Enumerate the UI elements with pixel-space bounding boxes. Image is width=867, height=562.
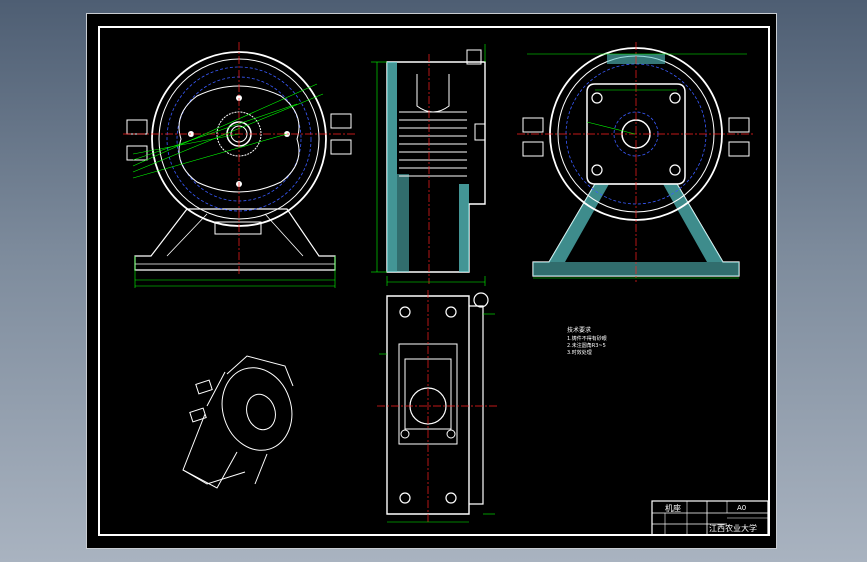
rear-view xyxy=(517,42,755,282)
front-view xyxy=(123,42,357,288)
title-block: 机座 A0 江西农业大学 xyxy=(651,500,769,536)
isometric-view xyxy=(182,355,294,489)
top-view xyxy=(377,290,497,523)
tech-req-line-2: 2.未注圆角R3~5 xyxy=(567,342,606,349)
sheet-scale: A0 xyxy=(737,504,746,512)
side-section-view xyxy=(371,44,486,286)
tech-req-heading: 技术要求 xyxy=(567,326,591,334)
drawing-frame xyxy=(98,26,770,536)
cad-drawing: 技术要求 1.铸件不得有砂眼 2.未注圆角R3~5 3.时效处理 机座 A0 江… xyxy=(98,26,770,536)
tech-req-line-3: 3.时效处理 xyxy=(567,349,592,356)
tech-req-line-1: 1.铸件不得有砂眼 xyxy=(567,335,607,342)
university-name: 江西农业大学 xyxy=(709,523,757,533)
technical-requirements: 技术要求 1.铸件不得有砂眼 2.未注圆角R3~5 3.时效处理 xyxy=(567,326,607,356)
part-name: 机座 xyxy=(665,503,681,513)
drawing-sheet: 技术要求 1.铸件不得有砂眼 2.未注圆角R3~5 3.时效处理 机座 A0 江… xyxy=(86,13,777,549)
